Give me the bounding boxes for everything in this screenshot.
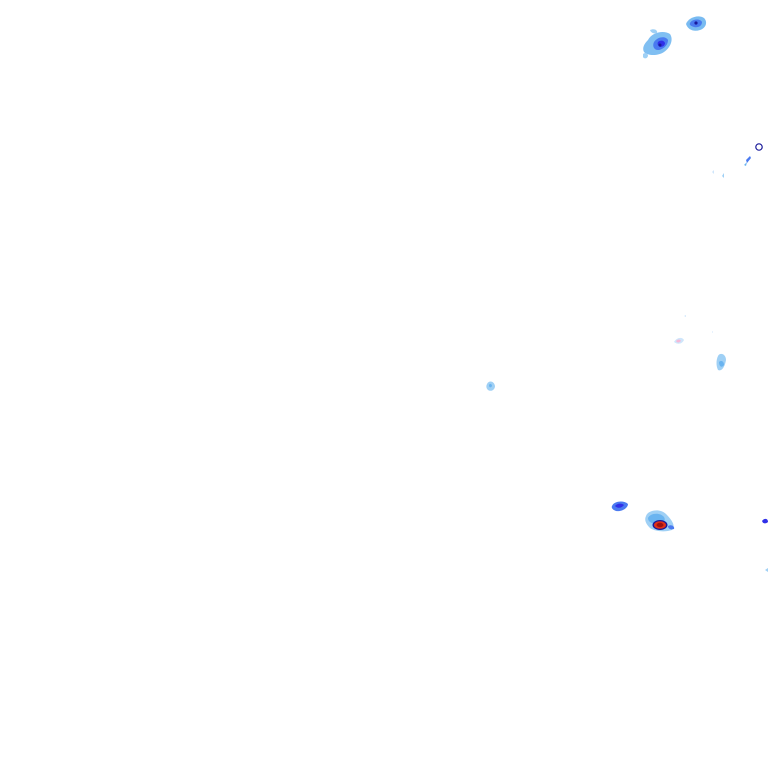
precip-cell-south-a bbox=[611, 501, 628, 512]
precip-cell-south-intense bbox=[645, 510, 675, 532]
precip-cell-north-b bbox=[686, 16, 707, 31]
precip-cell-east-mid bbox=[674, 315, 726, 371]
precip-cell-east-ring bbox=[712, 143, 763, 178]
precip-cell-east-edge bbox=[762, 518, 768, 572]
precip-cell-west-mid bbox=[486, 381, 495, 391]
precip-cell-north-a bbox=[643, 29, 672, 59]
